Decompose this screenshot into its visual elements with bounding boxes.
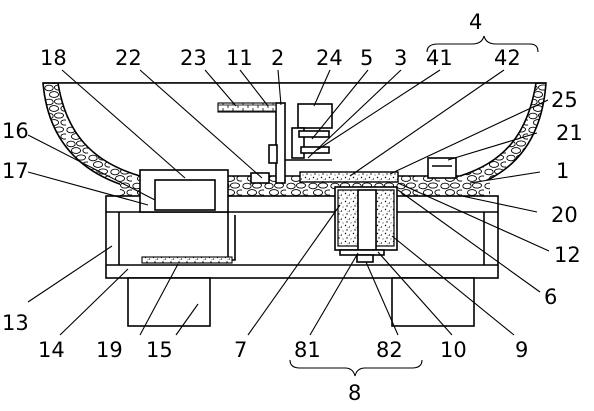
filter-media-left	[337, 189, 359, 247]
label-81: 81	[294, 338, 321, 362]
sensor-block	[250, 172, 270, 184]
heating-arm	[217, 102, 277, 113]
label-14: 14	[38, 338, 65, 362]
filter-core	[357, 189, 377, 251]
bracket-4	[426, 35, 539, 53]
label-6: 6	[544, 285, 557, 309]
label-22: 22	[115, 46, 142, 70]
bracket-8	[289, 359, 423, 377]
lower-disk	[300, 146, 330, 154]
label-3: 3	[394, 46, 407, 70]
label-7: 7	[234, 338, 247, 362]
label-15: 15	[146, 338, 173, 362]
label-19: 19	[96, 338, 123, 362]
label-23: 23	[180, 46, 207, 70]
motor-box	[297, 103, 333, 129]
label-10: 10	[440, 338, 467, 362]
drain-tank-inner	[154, 179, 216, 211]
bottom-fitting	[356, 254, 374, 263]
label-16: 16	[2, 119, 29, 143]
label-21: 21	[556, 121, 583, 145]
control-button	[427, 157, 457, 179]
label-8: 8	[348, 381, 361, 405]
left-foot	[127, 277, 211, 327]
label-2: 2	[271, 46, 284, 70]
label-4: 4	[469, 10, 482, 34]
label-11: 11	[226, 46, 253, 70]
label-1: 1	[556, 159, 569, 183]
label-25: 25	[551, 88, 578, 112]
label-24: 24	[316, 46, 343, 70]
label-20: 20	[551, 203, 578, 227]
label-82: 82	[376, 338, 403, 362]
filter-plate	[141, 256, 233, 264]
leader-lines	[27, 69, 550, 336]
label-18: 18	[40, 46, 67, 70]
part-labels: 4 18 22 23 11 2 24 5 3 41 42 25 16 21 17…	[2, 10, 583, 405]
label-17: 17	[2, 159, 29, 183]
label-5: 5	[360, 46, 373, 70]
filter-media-right	[375, 189, 395, 247]
label-13: 13	[2, 311, 29, 335]
label-9: 9	[515, 338, 528, 362]
support-column	[275, 102, 286, 184]
column-clamp	[268, 144, 278, 164]
label-12: 12	[554, 243, 581, 267]
label-41: 41	[426, 46, 453, 70]
support-platform	[299, 171, 399, 183]
label-42: 42	[494, 46, 521, 70]
right-foot	[391, 277, 475, 327]
